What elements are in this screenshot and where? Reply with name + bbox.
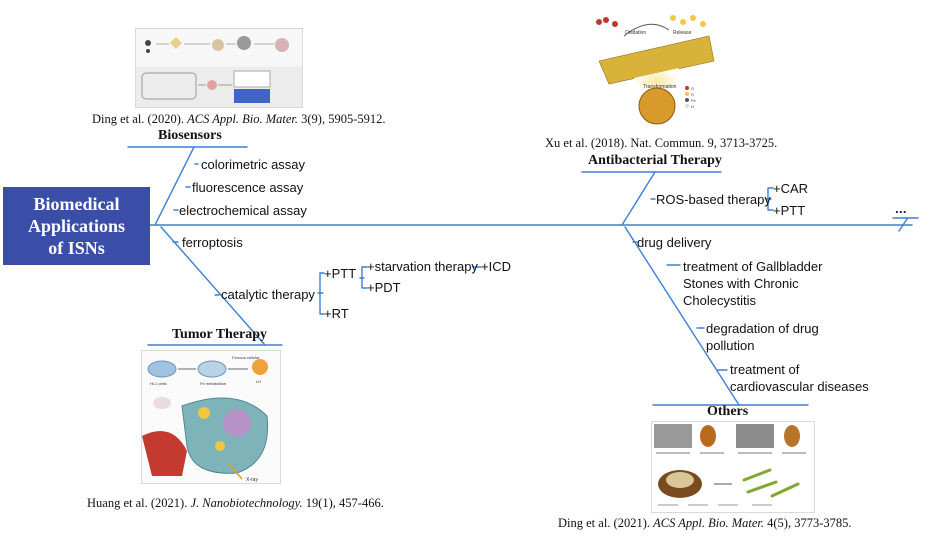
tumor-item-catalytic: catalytic therapy	[221, 287, 315, 302]
tumor-item-ferroptosis: ferroptosis	[182, 235, 243, 250]
antibacterial-figure: Oxidation Release Transformation O S Fe …	[588, 5, 720, 129]
center-topic-line2: Applications	[27, 216, 126, 236]
others-item-cardiovascular: treatment of cardiovascular diseases	[730, 362, 869, 394]
ptt-bracket	[359, 266, 368, 289]
tumor-figure-label-0: HL1 cells	[150, 381, 166, 386]
center-topic-line1: Biomedical	[33, 194, 120, 214]
others-item-drug-pollution: degradation of drug pollution	[706, 321, 819, 353]
biosensors-title: Biosensors	[158, 128, 222, 143]
others-item-drug-delivery: drug delivery	[637, 235, 712, 250]
legend-h: H	[691, 104, 694, 109]
tumor-figure-label-1: Fe metabolism	[200, 381, 227, 386]
catalytic-bracket	[317, 272, 325, 315]
catalytic-starvation: +starvation therapy	[367, 259, 478, 274]
antibacterial-item-ros: ROS-based therapy	[656, 192, 771, 207]
catalytic-pdt: +PDT	[367, 280, 401, 295]
antibacterial-branch	[621, 171, 656, 226]
tumor-figure-label-3: LH	[256, 379, 261, 384]
biosensors-figure	[135, 28, 303, 108]
antibacterial-figure-release: Release	[673, 30, 692, 36]
tumor-branch	[160, 226, 266, 346]
ros-car: +CAR	[773, 181, 809, 196]
tumor-figure-xray: X-ray	[246, 477, 258, 483]
catalytic-ptt: +PTT	[324, 266, 357, 281]
tumor-citation: Huang et al. (2021). J. Nanobiotechnolog…	[87, 496, 384, 510]
catalytic-rt: +RT	[324, 306, 349, 321]
others-item-gallbladder: treatment of Gallbladder Stones with Chr…	[683, 259, 823, 308]
antibacterial-figure-oxidation: Oxidation	[625, 30, 646, 36]
others-branch	[624, 226, 740, 406]
spine-end-tick	[898, 218, 908, 232]
biosensors-item-fluorescence: fluorescence assay	[192, 180, 304, 195]
antibacterial-title: Antibacterial Therapy	[588, 153, 722, 168]
antibacterial-figure-transformation: Transformation	[643, 84, 677, 90]
catalytic-icd: +ICD	[481, 259, 511, 274]
legend-s: S	[691, 92, 694, 97]
legend-fe: Fe	[691, 98, 696, 103]
biosensors-item-electrochemical: electrochemical assay	[179, 203, 307, 218]
center-topic-line3: of ISNs	[48, 238, 105, 258]
spine-end-ellipsis: ...	[895, 200, 907, 216]
tumor-figure-label-2: Ferrous cellular	[232, 355, 260, 360]
antibacterial-citation: Xu et al. (2018). Nat. Commun. 9, 3713-3…	[545, 136, 778, 150]
biosensors-citation: Ding et al. (2020). ACS Appl. Bio. Mater…	[92, 112, 386, 126]
biosensors-branch	[154, 146, 195, 226]
others-figure	[651, 421, 815, 513]
ros-ptt: +PTT	[773, 203, 806, 218]
tumor-title: Tumor Therapy	[172, 327, 268, 342]
others-title: Others	[707, 404, 749, 419]
legend-o: O	[691, 86, 694, 91]
tumor-figure: HL1 cells Fe metabolism Ferrous cellular…	[141, 350, 281, 484]
biosensors-item-colorimetric: colorimetric assay	[201, 157, 306, 172]
ros-bracket	[765, 187, 774, 211]
others-citation: Ding et al. (2021). ACS Appl. Bio. Mater…	[558, 516, 852, 530]
center-topic-box: Biomedical Applications of ISNs	[3, 187, 150, 265]
